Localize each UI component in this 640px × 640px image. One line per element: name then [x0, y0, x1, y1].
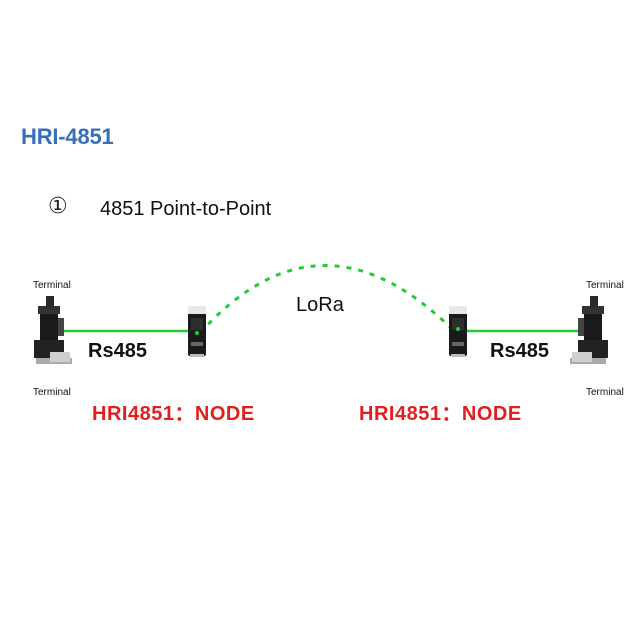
lora-node-left-icon [188, 306, 206, 357]
rs485-label-left: Rs485 [88, 340, 147, 362]
section-number: ① [48, 194, 68, 219]
terminal-label-left-top: Terminal [33, 280, 71, 291]
node-label-right: HRI4851：NODE [359, 403, 522, 425]
terminal-device-right-icon [570, 296, 608, 364]
terminal-label-right-top: Terminal [586, 280, 624, 291]
diagram-title: HRI-4851 [21, 124, 114, 149]
lora-label: LoRa [296, 294, 344, 316]
terminal-label-left-bottom: Terminal [33, 387, 71, 398]
node-label-left: HRI4851：NODE [92, 403, 255, 425]
terminal-device-left-icon [34, 296, 72, 364]
lora-node-right-icon [449, 306, 467, 357]
lora-link-arc [198, 264, 454, 335]
rs485-label-right: Rs485 [490, 340, 549, 362]
terminal-label-right-bottom: Terminal [586, 387, 624, 398]
section-heading: 4851 Point-to-Point [100, 198, 272, 220]
